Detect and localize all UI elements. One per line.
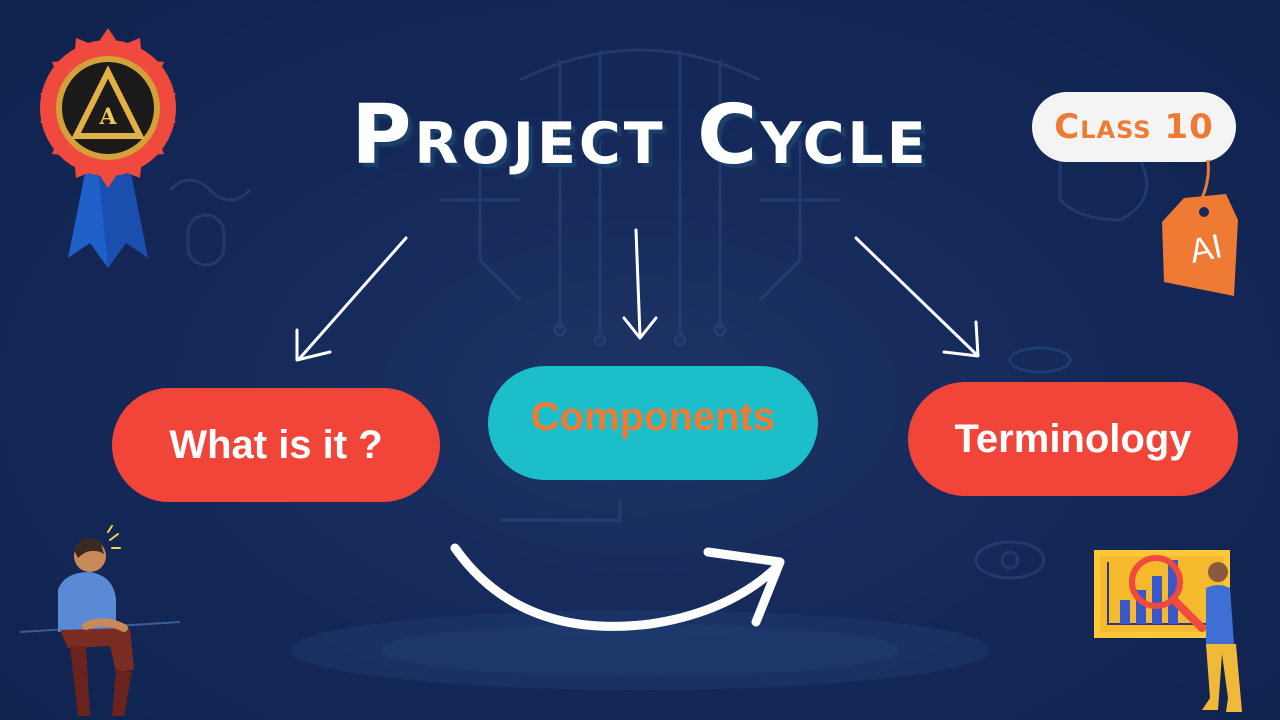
price-tag-icon	[1162, 159, 1238, 296]
person-sitting-illustration	[20, 525, 181, 716]
arrow-down-icon	[622, 228, 658, 340]
node-terminology: Terminology	[908, 382, 1238, 496]
node-components: Components	[488, 366, 818, 480]
node-terminology-label: Terminology	[954, 416, 1192, 461]
arrow-down-right-icon	[854, 236, 980, 358]
node-what-is-it: What is it ?	[112, 388, 440, 502]
node-what-is-it-label: What is it ?	[169, 422, 383, 467]
award-ribbon-icon: A	[40, 28, 176, 268]
node-components-label: Components	[530, 394, 776, 439]
page-title: Project Cycle	[351, 88, 929, 183]
svg-text:A: A	[98, 104, 117, 130]
analyst-chart-illustration	[1094, 550, 1242, 712]
arrow-down-left-icon	[295, 236, 408, 362]
curved-arrow-icon	[450, 543, 785, 631]
class-badge: Class 10	[1032, 92, 1236, 162]
